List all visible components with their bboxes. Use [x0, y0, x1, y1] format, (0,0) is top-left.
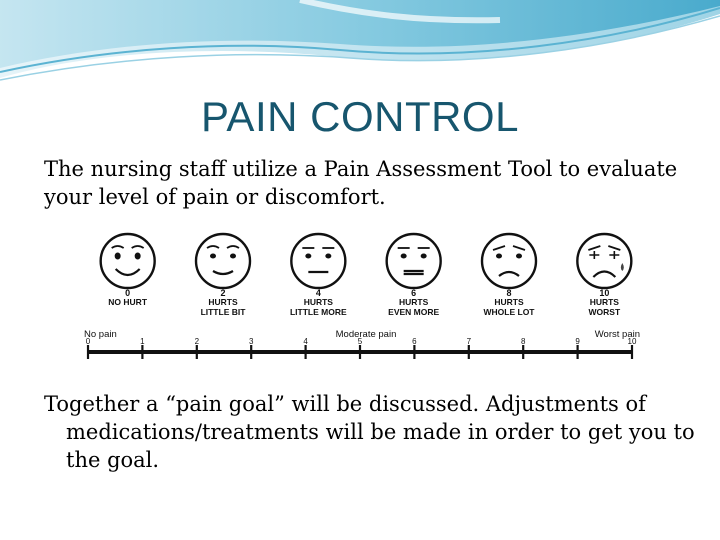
brow: [206, 245, 220, 249]
face-label-line2: LITTLE MORE: [290, 307, 347, 317]
tear: [620, 263, 624, 271]
scale-tick-label: 10: [628, 337, 637, 346]
mouth: [212, 270, 234, 276]
scale-tick-label: 7: [467, 337, 472, 346]
face-label-line2: EVEN MORE: [388, 307, 439, 317]
eye: [325, 253, 332, 259]
face-outline: [576, 232, 633, 290]
brow: [512, 245, 526, 251]
scale-tick-label: 3: [249, 337, 254, 346]
brow: [111, 245, 125, 249]
eye: [305, 253, 312, 259]
face-outline: [194, 232, 252, 290]
scale-tick-label: 9: [575, 337, 580, 346]
face-label-line2: WORST: [589, 307, 621, 317]
pain-face-4: [290, 232, 347, 290]
scale-tick-label: 6: [412, 337, 417, 346]
eye: [230, 253, 236, 259]
scale-tick-label: 1: [140, 337, 145, 346]
face-value: 4: [316, 288, 321, 298]
face-value: 2: [220, 288, 225, 298]
face-value: 10: [599, 288, 609, 298]
eye: [516, 253, 522, 259]
brow: [588, 245, 601, 251]
face-label-line1: NO HURT: [108, 297, 148, 307]
brow: [608, 245, 621, 251]
mouth: [403, 269, 424, 276]
band-label-left: No pain: [84, 329, 117, 340]
brow: [226, 245, 240, 249]
brow: [131, 245, 145, 249]
pain-face-0: [99, 232, 156, 290]
face-label-line2: LITTLE BIT: [201, 307, 247, 317]
face-label-line1: HURTS: [494, 297, 524, 307]
face-value: 6: [411, 288, 416, 298]
brow: [492, 245, 506, 251]
face-label-line1: HURTS: [590, 297, 620, 307]
face-label-line1: HURTS: [304, 297, 334, 307]
pain-face-10: [576, 232, 633, 290]
mouth: [114, 268, 141, 277]
face-value: 0: [125, 288, 130, 298]
scale-tick-label: 0: [86, 337, 91, 346]
scale-tick-label: 5: [358, 337, 363, 346]
page-title: PAIN CONTROL: [201, 93, 519, 140]
face-label-line2: WHOLE LOT: [484, 307, 536, 317]
face-outline: [99, 232, 156, 290]
mouth: [592, 270, 617, 278]
eye: [589, 251, 600, 259]
face-outline: [385, 232, 442, 290]
band-label-middle: Moderate pain: [336, 329, 397, 340]
face-label-line1: HURTS: [399, 297, 429, 307]
pain-face-2: [194, 232, 252, 290]
eye: [210, 253, 216, 259]
scale-tick-label: 2: [195, 337, 200, 346]
decorative-wave-banner: [0, 0, 720, 81]
pain-face-8: [480, 232, 538, 290]
face-outline: [480, 232, 538, 290]
intro-paragraph: The nursing staff utilize a Pain Assessm…: [44, 157, 678, 209]
pain-face-6: [385, 232, 442, 290]
face-label-line1: HURTS: [208, 297, 238, 307]
face-value: 8: [506, 288, 511, 298]
scale-tick-label: 4: [303, 337, 308, 346]
eye: [496, 253, 502, 259]
eye: [134, 252, 141, 260]
eye: [400, 253, 407, 259]
eye: [609, 251, 620, 259]
closing-paragraph: Together a “pain goal” will be discussed…: [44, 392, 695, 472]
face-outline: [290, 232, 347, 290]
eye: [114, 252, 121, 260]
scale-tick-label: 8: [521, 337, 526, 346]
band-label-right: Worst pain: [595, 329, 640, 340]
mouth: [498, 270, 520, 277]
eye: [420, 253, 427, 259]
